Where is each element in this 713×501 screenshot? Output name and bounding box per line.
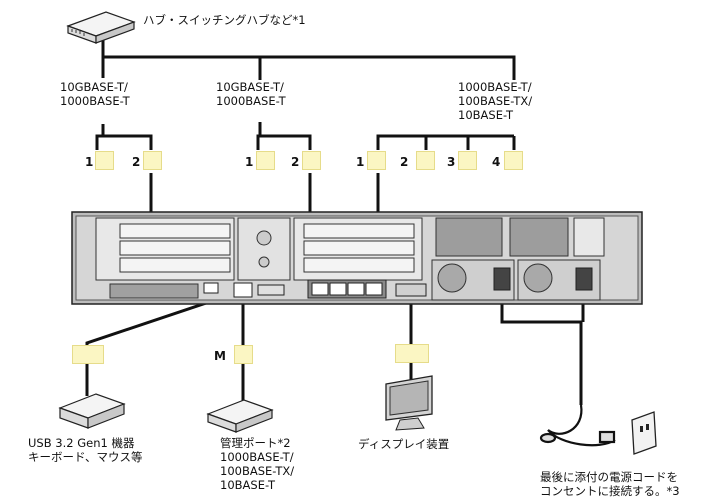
monitor-device [385, 375, 433, 431]
group1-speed-label: 10GBASE-T/ 1000BASE-T [60, 80, 130, 108]
vga-port-icon [395, 344, 429, 363]
port-number: 2 [132, 155, 141, 169]
port-number: 1 [245, 155, 254, 169]
lan-port-icon [504, 151, 523, 170]
usb-icon [72, 345, 104, 364]
lan-port-icon [458, 151, 477, 170]
display-label: ディスプレイ装置 [358, 437, 450, 451]
power-label: 最後に添付の電源コードを コンセントに接続する。*3 [540, 470, 680, 498]
port-number: 3 [447, 155, 456, 169]
port-number: 4 [492, 155, 501, 169]
power-cord [539, 404, 616, 447]
port-number: 1 [85, 155, 94, 169]
port-number: 2 [291, 155, 300, 169]
lan-port-icon [256, 151, 275, 170]
group3-speed-label: 1000BASE-T/ 100BASE-TX/ 10BASE-T [458, 80, 533, 122]
management-port-letter: M [214, 349, 226, 363]
port-number: 2 [400, 155, 409, 169]
lan-port-icon [143, 151, 162, 170]
lan-port-icon [95, 151, 114, 170]
lan-port-icon [302, 151, 321, 170]
lan-port-icon [234, 345, 253, 364]
hub-device [66, 11, 136, 44]
outlet [631, 411, 657, 455]
port-number: 1 [356, 155, 365, 169]
hub-label: ハブ・スイッチングハブなど*1 [143, 13, 306, 27]
lan-port-icon [367, 151, 386, 170]
group2-speed-label: 10GBASE-T/ 1000BASE-T [216, 80, 286, 108]
management-device [206, 399, 274, 433]
lan-port-icon [416, 151, 435, 170]
usb-device [58, 393, 126, 429]
usb-label: USB 3.2 Gen1 機器 キーボード、マウス等 [28, 436, 143, 464]
management-label: 管理ポート*2 1000BASE-T/ 100BASE-TX/ 10BASE-T [220, 436, 295, 492]
server-rear-panel [71, 211, 643, 305]
